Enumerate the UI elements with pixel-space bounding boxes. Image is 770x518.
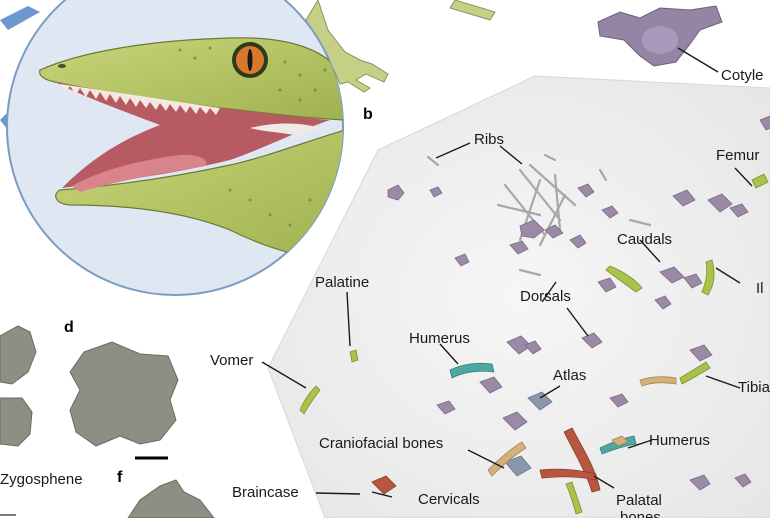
label-cotyle: Cotyle [721, 67, 764, 84]
label-il: Il [756, 280, 764, 297]
vertebra-panel-c [0, 325, 37, 447]
panel-label-f: f [117, 469, 123, 486]
label-femur: Femur [716, 147, 760, 164]
label-zygosphene: Zygosphene [0, 471, 83, 488]
label-braincase: Braincase [232, 484, 299, 501]
arrow-fragment [0, 6, 40, 30]
label-palatine: Palatine [315, 274, 370, 291]
label-cervicals: Cervicals [418, 491, 480, 508]
bone-fragments [299, 115, 770, 515]
label-craniofacial-bones: Craniofacial bones [319, 435, 444, 452]
leader-cotyle [677, 47, 719, 73]
label-humerus-left: Humerus [409, 330, 470, 347]
label-palatal: Palatal [616, 492, 662, 509]
label-tibia: Tibia [738, 379, 770, 396]
arrow-fragment [0, 112, 8, 130]
lizard-head-illustration [6, 0, 344, 296]
label-palatal-bones: bones [620, 509, 661, 518]
panel-label-b: b [363, 106, 373, 123]
leader-lines [261, 142, 753, 498]
vertebra-panel-d [69, 341, 179, 447]
label-vomer: Vomer [210, 352, 254, 369]
label-ribs: Ribs [474, 131, 505, 148]
vertebra-panel-f [127, 479, 215, 518]
label-caudals: Caudals [617, 231, 673, 248]
vertebra-cotyle [597, 5, 723, 67]
label-atlas: Atlas [553, 367, 587, 384]
panel-label-d: d [64, 319, 74, 336]
label-dorsals: Dorsals [520, 288, 571, 305]
fossil-slab [267, 75, 770, 518]
label-humerus-right: Humerus [649, 432, 710, 449]
